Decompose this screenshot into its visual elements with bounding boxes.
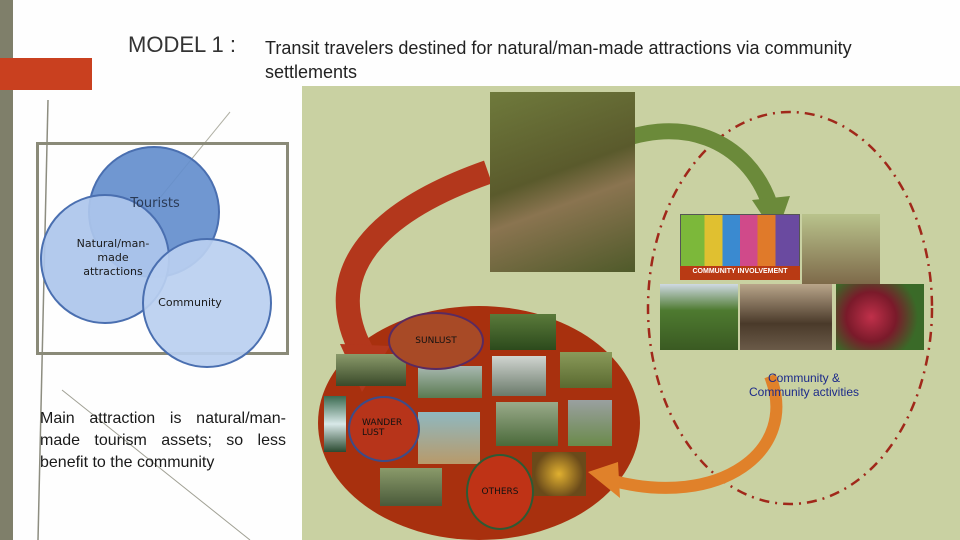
community-label: Community xyxy=(158,296,222,309)
valley-photo xyxy=(496,402,558,446)
market-photo xyxy=(740,284,832,350)
community-activities-label: Community & Community activities xyxy=(748,371,860,399)
sunlust-label: SUNLUST xyxy=(415,336,457,346)
accent-bar xyxy=(0,58,92,90)
temple-photo xyxy=(532,452,586,496)
venn-frame xyxy=(36,142,289,355)
orange-arrow-head xyxy=(588,462,620,498)
tourists-label: Tourists xyxy=(130,196,180,211)
palm-trees-photo xyxy=(492,356,546,396)
slide-title-description: Transit travelers destined for natural/m… xyxy=(265,38,852,82)
slide-title-model: MODEL 1 : xyxy=(128,32,236,57)
forest-photo xyxy=(490,314,556,350)
bridge-photo xyxy=(336,354,406,386)
dancers-photo xyxy=(802,214,880,284)
hikers-photo xyxy=(380,468,442,506)
natural-attractions-label: Natural/man-made attractions xyxy=(76,237,150,278)
others-bubble: OTHERS xyxy=(466,454,534,530)
field-photo xyxy=(560,352,612,388)
community-banner-bar xyxy=(680,266,800,280)
main-attraction-note: Main attraction is natural/man-made tour… xyxy=(40,410,286,471)
red-arrow xyxy=(335,160,492,358)
community-banner-text: COMMUNITY INVOLVEMENT xyxy=(692,268,788,275)
orange-arrow xyxy=(608,373,783,494)
sunlust-bubble: SUNLUST xyxy=(388,312,484,370)
left-sidebar-strip xyxy=(0,0,13,540)
wanderlust-bubble: WANDER LUST xyxy=(348,396,420,462)
lake-photo xyxy=(418,366,482,398)
community-circle xyxy=(142,238,272,368)
waterfall-photo xyxy=(324,396,346,452)
ruins-photo xyxy=(568,400,612,446)
trekkers-photo xyxy=(490,92,635,272)
beach-photo xyxy=(418,412,480,464)
lychee-photo xyxy=(836,284,924,350)
others-label: OTHERS xyxy=(481,487,519,497)
hill-house-photo xyxy=(660,284,738,350)
wanderlust-label: WANDER LUST xyxy=(362,418,403,438)
